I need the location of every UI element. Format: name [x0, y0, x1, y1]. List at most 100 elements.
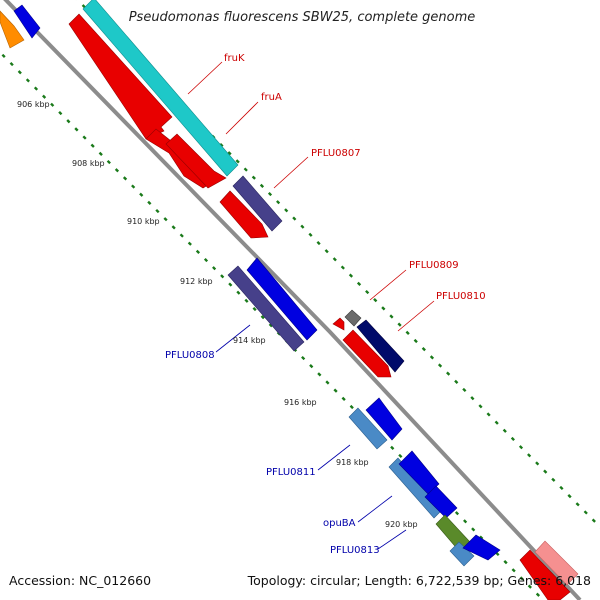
tick-mark	[66, 119, 71, 124]
gene-label-fruA[interactable]: fruA	[261, 92, 282, 103]
tick-mark	[42, 94, 47, 99]
tick-mark	[251, 175, 256, 180]
tick-mark	[421, 347, 426, 352]
gene-feature-PFLU0808[interactable]	[227, 265, 305, 352]
scale-marker-920: 920 kbp	[385, 520, 418, 529]
tick-mark	[187, 241, 192, 246]
tick-mark	[243, 167, 248, 172]
gene-feature-blue-reverse-2[interactable]	[365, 397, 403, 441]
map-title: Pseudomonas fluorescens SBW25, complete …	[128, 10, 476, 25]
tick-mark	[106, 159, 111, 165]
gene-label-PFLU0813[interactable]: PFLU0813	[330, 545, 380, 556]
tick-mark	[316, 240, 321, 246]
tick-mark	[471, 527, 476, 532]
tick-mark	[437, 363, 443, 368]
tick-mark	[309, 364, 314, 369]
tick-mark	[50, 102, 55, 107]
scale-marker-912: 912 kbp	[180, 277, 213, 286]
tick-mark	[381, 306, 386, 311]
tick-mark	[535, 592, 541, 597]
tick-mark	[155, 208, 160, 214]
gene-label-PFLU0811[interactable]: PFLU0811	[266, 467, 316, 478]
gene-feature-blue-reverse[interactable]	[246, 257, 318, 341]
gene-feature-PFLU0810[interactable]	[342, 329, 392, 378]
gene-feature-PFLU0811[interactable]	[348, 407, 388, 450]
tick-mark	[25, 78, 30, 83]
tick-mark	[356, 281, 362, 286]
tick-mark	[519, 576, 524, 581]
tick-mark	[195, 249, 201, 254]
tick-mark	[260, 315, 265, 320]
gene-feature-pink-edge[interactable]	[534, 540, 579, 586]
tick-mark	[139, 192, 144, 197]
tick-mark	[90, 143, 95, 148]
tick-mark	[494, 420, 499, 425]
tick-mark	[227, 151, 232, 156]
tick-mark	[131, 184, 136, 189]
tick-mark	[58, 110, 63, 116]
gene-feature-blue-edge[interactable]	[13, 4, 41, 39]
tick-mark	[463, 519, 468, 524]
gene-label-opuBA[interactable]: opuBA	[323, 518, 356, 529]
gene-feature-orange-edge[interactable]	[0, 10, 25, 49]
genome-summary-text: Topology: circular; Length: 6,722,539 bp…	[247, 573, 591, 588]
tick-mark	[373, 298, 378, 303]
tick-mark	[300, 224, 305, 229]
tick-mark	[543, 469, 548, 474]
gene-label-PFLU0808[interactable]: PFLU0808	[165, 350, 215, 361]
tick-mark	[252, 306, 257, 312]
gene-feature-PFLU0813[interactable]	[449, 541, 475, 567]
gene-feature-small-red[interactable]	[332, 317, 345, 331]
tick-mark	[244, 298, 249, 303]
tick-mark	[292, 216, 297, 221]
scale-marker-914: 914 kbp	[233, 336, 266, 345]
gene-feature-PFLU0809[interactable]	[344, 309, 362, 327]
tick-mark	[147, 200, 152, 205]
gene-feature-cyan-large[interactable]	[82, 0, 239, 177]
tick-mark	[308, 232, 313, 237]
gene-label-PFLU0809[interactable]: PFLU0809	[409, 260, 459, 271]
tick-mark	[268, 323, 273, 328]
tick-mark	[502, 428, 507, 433]
gene-feature-layer	[0, 0, 579, 600]
gene-label-PFLU0810[interactable]: PFLU0810	[436, 291, 486, 302]
tick-mark	[398, 453, 403, 459]
scale-marker-916: 916 kbp	[284, 398, 317, 407]
tick-mark	[365, 289, 370, 295]
gene-feature-blue-reverse-5[interactable]	[462, 534, 501, 561]
tick-mark	[220, 274, 225, 279]
accession-text: Accession: NC_012660	[9, 573, 152, 588]
tick-mark	[446, 371, 451, 376]
tick-mark	[122, 176, 128, 181]
gene-feature-PFLU0807[interactable]	[219, 190, 269, 239]
tick-mark	[551, 477, 556, 482]
gene-feature-navy-forward[interactable]	[356, 319, 405, 373]
tick-mark	[389, 314, 394, 319]
gene-feature-red-edge[interactable]	[519, 549, 571, 600]
tick-mark	[267, 191, 273, 197]
tick-mark	[591, 518, 596, 523]
gene-label-fruK[interactable]: fruK	[224, 53, 245, 64]
tick-mark	[236, 290, 241, 295]
tick-mark	[462, 387, 467, 393]
tick-mark	[82, 135, 87, 140]
tick-mark	[567, 494, 572, 499]
tick-mark	[33, 86, 39, 91]
tick-mark	[228, 282, 233, 287]
tick-mark	[74, 127, 79, 132]
tick-mark	[510, 436, 515, 442]
tick-mark	[203, 257, 209, 263]
gene-feature-purple-forward[interactable]	[232, 175, 283, 232]
tick-mark	[259, 183, 265, 188]
tick-mark	[454, 511, 460, 516]
tick-mark	[559, 485, 564, 491]
gene-label-PFLU0807[interactable]: PFLU0807	[311, 148, 361, 159]
scale-marker-918: 918 kbp	[336, 458, 369, 467]
tick-mark	[349, 404, 354, 410]
tick-mark	[284, 208, 289, 213]
tick-mark	[332, 257, 337, 262]
gene-feature-fruA-body[interactable]	[165, 133, 227, 189]
tick-mark	[171, 225, 176, 230]
